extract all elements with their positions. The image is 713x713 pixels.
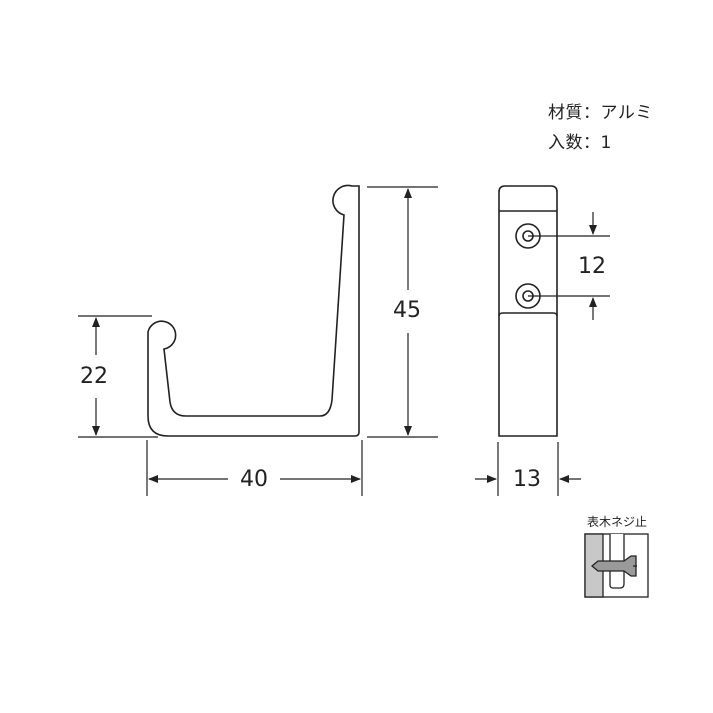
dimension-12-label: 12 (578, 254, 606, 279)
dimension-40-label: 40 (240, 467, 268, 492)
dimension-12 (528, 212, 610, 320)
dimension-45-label: 45 (393, 298, 421, 323)
material-spec: 材質：アルミ (548, 103, 653, 123)
dimension-22 (78, 315, 158, 438)
hook-side-profile (147, 184, 360, 437)
dimension-40 (146, 440, 363, 496)
quantity-spec: 入数：1 (548, 133, 612, 153)
legend-title: 表木ネジ止 (587, 515, 648, 529)
hook-front-view (498, 185, 558, 437)
screw-mount-legend-icon (584, 533, 649, 598)
dimension-22-label: 22 (80, 364, 108, 389)
dimension-45 (367, 186, 438, 438)
dimension-13-label: 13 (513, 467, 541, 492)
dimension-13 (475, 442, 581, 496)
